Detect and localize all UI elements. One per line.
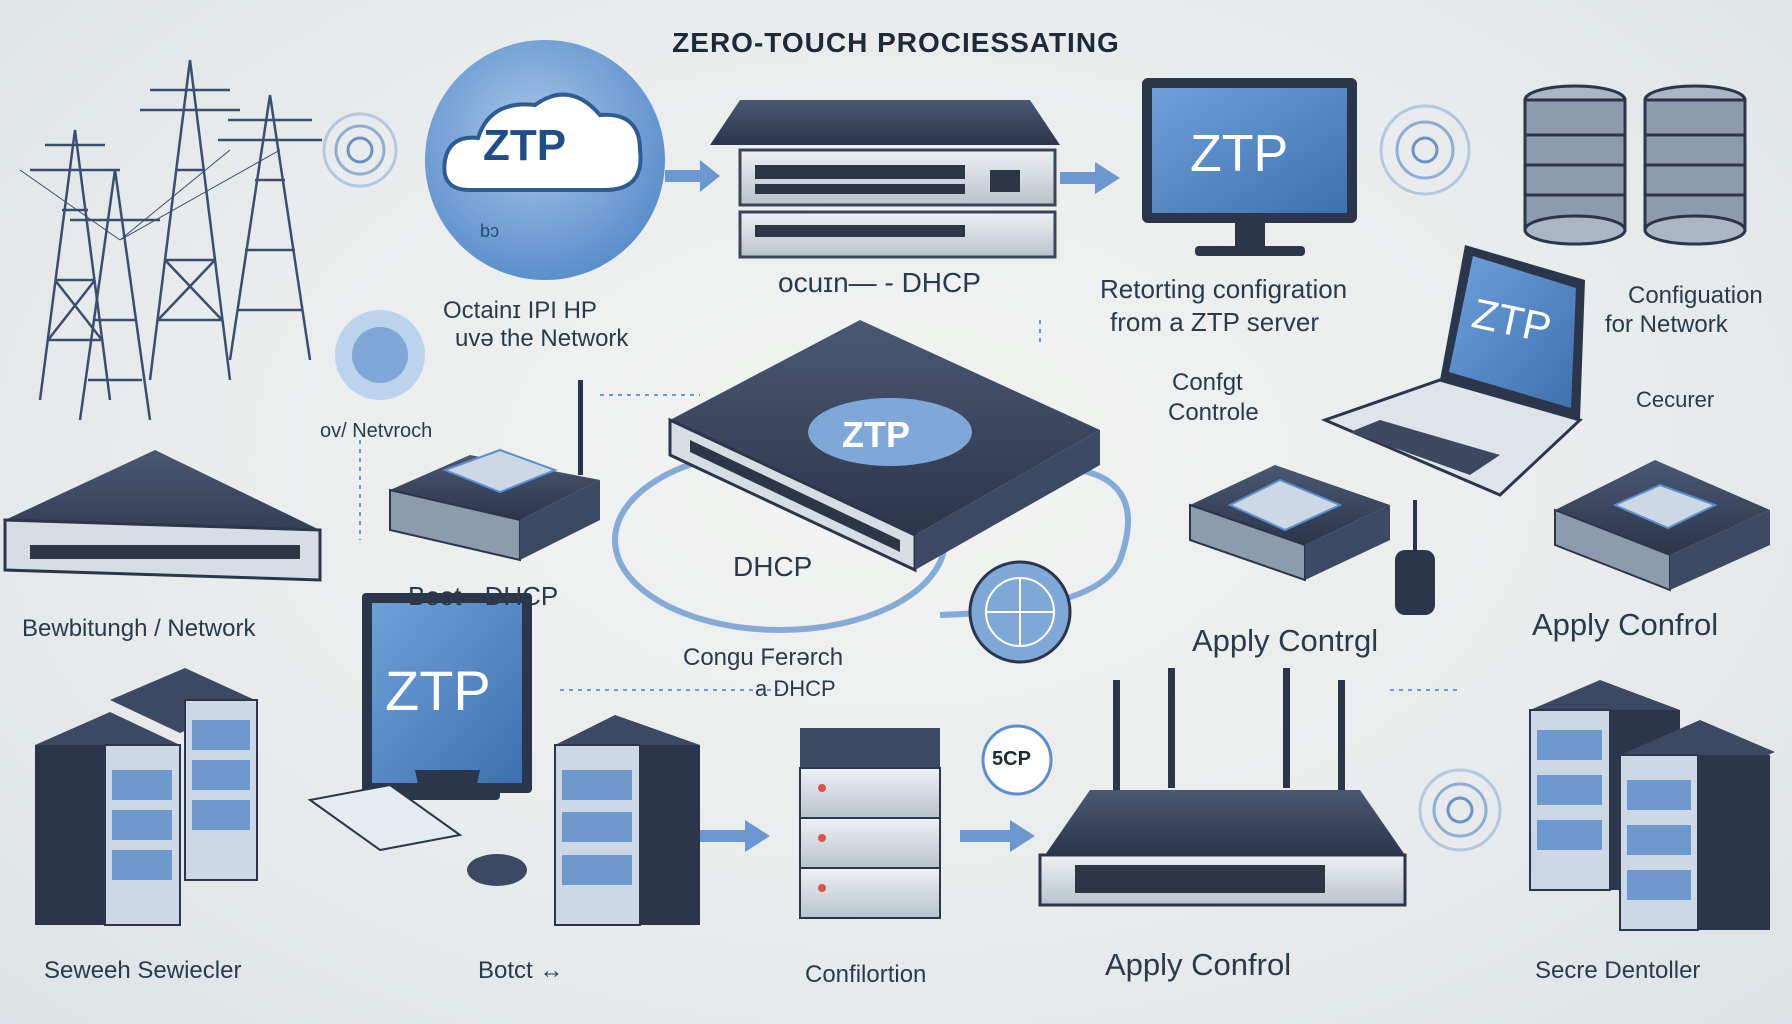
laptop-device (1320, 245, 1585, 497)
scp-label: 5CP (992, 748, 1031, 770)
server-rack-device (35, 668, 258, 926)
server-rack-device (1529, 680, 1775, 931)
signal-wave-icon (1418, 768, 1502, 852)
page-title: ZERO-TOUCH PROCIESSATING (672, 27, 1120, 58)
apply-control-mid-label: Apply Contrgl (1192, 623, 1379, 658)
scp-badge-icon (981, 724, 1053, 796)
bottom-apply-label: Apply Confrol (1105, 947, 1292, 982)
bottom-config-label: Confilortion (805, 961, 927, 988)
network-small-label: ov/ Netvroch (320, 420, 433, 442)
config-network-label: Configuation (1628, 282, 1763, 309)
power-tower-icon (19, 59, 322, 421)
bottom-secure-label: Secre Dentoller (1535, 957, 1701, 984)
central-switch-device (612, 320, 1131, 633)
obtaining-ip-label-2: uvə the Network (455, 325, 629, 352)
config-fetch-label-2: a DHCP (755, 676, 836, 701)
boot-dhcp-label: Boot - DHCP (408, 581, 559, 611)
antenna-router-device (1038, 668, 1407, 907)
bottom-switch-label: Seweeh Sewiecler (44, 957, 242, 984)
compass-icon (968, 560, 1072, 664)
flow-arrow-icon (665, 160, 1120, 852)
router-device (389, 380, 600, 562)
obtaining-ip-label: Octainɪ IPI HP (443, 297, 597, 324)
monitor-left-ztp-label: ZTP (385, 659, 491, 722)
retrieving-config-label-2: from a ZTP server (1110, 307, 1320, 337)
signal-wave-icon (322, 112, 398, 188)
monitor-device (307, 593, 532, 886)
cecurer-label: Cecurer (1636, 387, 1715, 412)
config-controle-label-2: Controle (1168, 399, 1259, 426)
config-fetch-label: Congu Ferərch (683, 644, 844, 671)
server-rack-device (554, 715, 700, 926)
top-switch-device (710, 100, 1060, 259)
dhcp-center-label: DHCP (733, 551, 813, 582)
router-device (1554, 460, 1770, 592)
cloud-ztp-label: ZTP (483, 121, 567, 170)
database-stack-icon (1523, 84, 1747, 246)
router-device (1189, 465, 1390, 582)
cloud-ztp-badge (425, 40, 665, 280)
retrieving-config-label: Retorting configration (1100, 274, 1348, 304)
network-node-icon (335, 310, 425, 400)
left-switch-device (3, 450, 322, 582)
config-network-label-2: for Network (1605, 311, 1728, 338)
apply-control-right-label: Apply Confrol (1532, 607, 1719, 642)
signal-wave-icon (1379, 104, 1471, 196)
center-switch-ztp-label: ZTP (842, 414, 910, 455)
monitor-top-ztp-label: ZTP (1190, 125, 1289, 183)
dhcp-top-label: ocuɪn— - DHCP (778, 267, 981, 298)
bottom-boot-label: Botct ↔ (478, 957, 564, 984)
cloud-small-label: bɔ (480, 221, 500, 241)
sensor-device (1395, 500, 1435, 615)
monitor-device (1142, 78, 1357, 256)
server-rack-device (799, 728, 941, 919)
switch-network-label: Bewbitungh / Network (22, 615, 256, 642)
config-controle-label: Confgt (1172, 369, 1243, 396)
